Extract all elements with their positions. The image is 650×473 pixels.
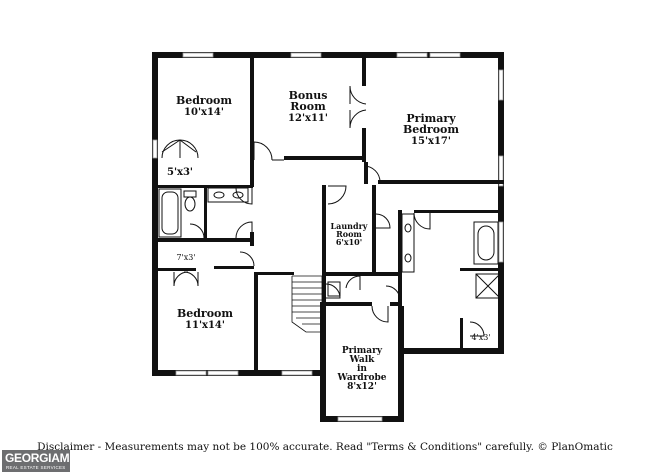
georgia-mls-logo: GEORGIAMLS REAL ESTATE SERVICES [2,450,85,472]
laundry-name-1: Laundry [331,221,368,231]
bathtub-icon [158,188,182,238]
shower-icon [475,273,501,299]
double-sink-icon [207,187,249,203]
closet-right-dims: 4'x3' [471,333,490,342]
bedroom-bottom-dims: 11'x14' [185,320,225,331]
closet-mid-dims: 7'x3' [176,253,195,262]
room-labels: Bedroom 10'x14' Bonus Room 12'x11' Prima… [167,89,491,392]
primary-bedroom-dims: 15'x17' [411,136,451,147]
primary-walk-name-4: Wardrobe [337,373,387,383]
logo-sub-text: REAL ESTATE SERVICES [6,465,66,470]
primary-bedroom-name-2: Bedroom [403,123,459,136]
bonus-room-name-2: Room [290,100,326,113]
bonus-room-dims: 12'x11' [288,113,328,124]
staircase [291,275,323,333]
bedroom-bottom-name: Bedroom [177,307,233,320]
windows [152,52,504,422]
primary-bedroom-name-1: Primary [406,112,456,125]
doors [161,85,485,337]
primary-walk-name-2: Walk [349,355,376,365]
bedroom-top-dims: 10'x14' [184,107,224,118]
laundry-dims: 6'x10' [336,237,362,247]
interior-walls [158,56,504,372]
primary-walk-dims: 8'x12' [347,382,377,392]
laundry-name-2: Room [336,229,362,239]
disclaimer-text: Disclaimer - Measurements may not be 100… [37,441,613,453]
toilet-icon [183,190,197,198]
bedroom-top-name: Bedroom [176,94,232,107]
closet-top-dims: 5'x3' [167,167,193,178]
bonus-room-name-1: Bonus [289,89,328,102]
fixtures [158,187,501,299]
soaking-tub-icon [473,221,499,265]
primary-walk-name-3: in [357,364,367,374]
primary-walk-name-1: Primary [342,346,383,356]
toilet-icon [327,281,341,297]
logo-main-text: GEORGIAMLS [5,451,85,465]
vanity-icon [401,213,415,273]
